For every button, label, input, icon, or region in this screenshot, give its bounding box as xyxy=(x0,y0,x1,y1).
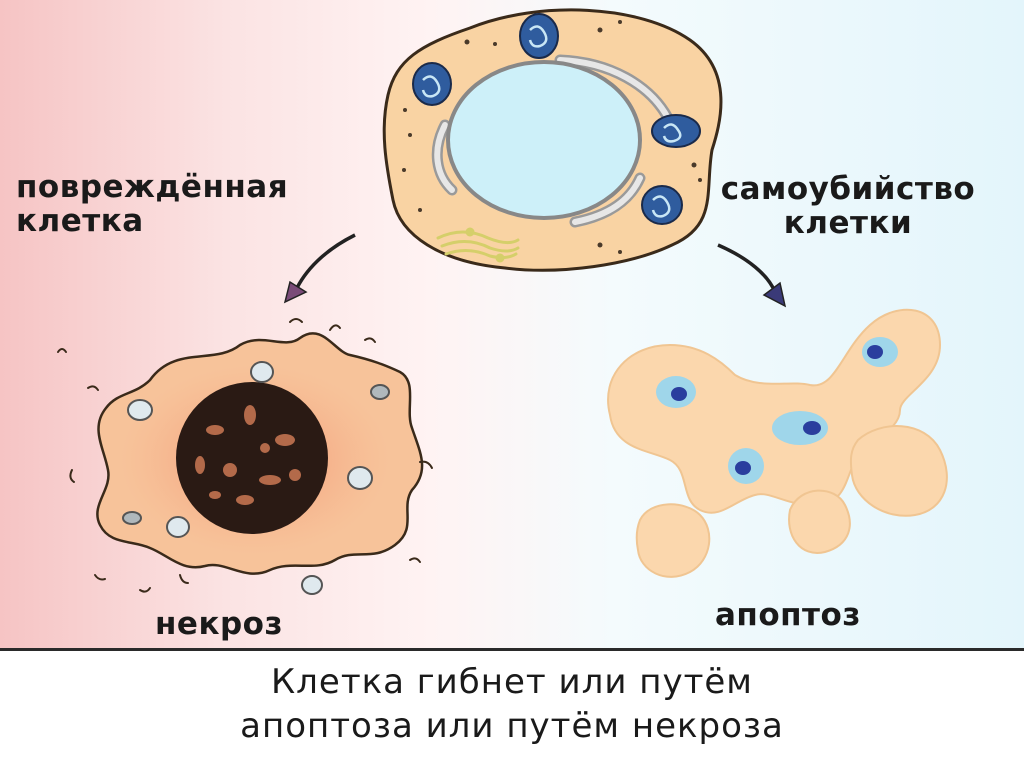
label-suicide-line2: клетки xyxy=(783,205,913,241)
caption-separator xyxy=(0,648,1024,651)
mitochondrion xyxy=(651,114,701,148)
caption-line2: апоптоза или путём некроза xyxy=(240,706,784,746)
healthy-nucleus xyxy=(446,60,642,220)
label-cell-suicide: самоубийство клетки xyxy=(678,172,1018,240)
caption: Клетка гибнет или путём апоптоза или пут… xyxy=(0,660,1024,748)
er-membrane xyxy=(572,175,643,225)
membrane-debris xyxy=(57,318,433,593)
apoptotic-cell xyxy=(607,308,948,578)
label-necrosis: некроз xyxy=(155,606,283,642)
cytoplasm-granules xyxy=(402,20,702,254)
apoptotic-body xyxy=(849,425,948,517)
label-damaged-line1: повреждённая xyxy=(16,169,289,205)
apoptotic-body-main xyxy=(607,308,942,514)
er-membrane xyxy=(557,57,671,121)
label-suicide-line1: самоубийство xyxy=(720,171,976,207)
necrotic-cell xyxy=(57,318,433,595)
mitochondrion xyxy=(412,62,452,106)
apoptotic-body xyxy=(635,503,711,578)
swollen-mitochondria xyxy=(122,361,390,595)
arrow-to-apoptosis xyxy=(717,243,787,308)
caption-line1: Клетка гибнет или путём xyxy=(271,662,753,702)
chromatin-fragments xyxy=(195,405,301,505)
cell-death-illustration xyxy=(57,8,948,595)
label-apoptosis: апоптоз xyxy=(715,597,861,633)
mitochondrion xyxy=(519,13,559,59)
healthy-cell xyxy=(382,8,723,272)
golgi-apparatus xyxy=(436,227,520,263)
label-damaged-line2: клетка xyxy=(16,203,144,239)
er-membrane xyxy=(434,122,455,193)
label-damaged-cell: повреждённая клетка xyxy=(16,170,288,238)
apoptotic-body xyxy=(788,489,851,554)
mitochondrion xyxy=(641,185,683,225)
apoptotic-nuclear-fragments xyxy=(656,337,898,484)
arrow-to-necrosis xyxy=(283,233,356,304)
